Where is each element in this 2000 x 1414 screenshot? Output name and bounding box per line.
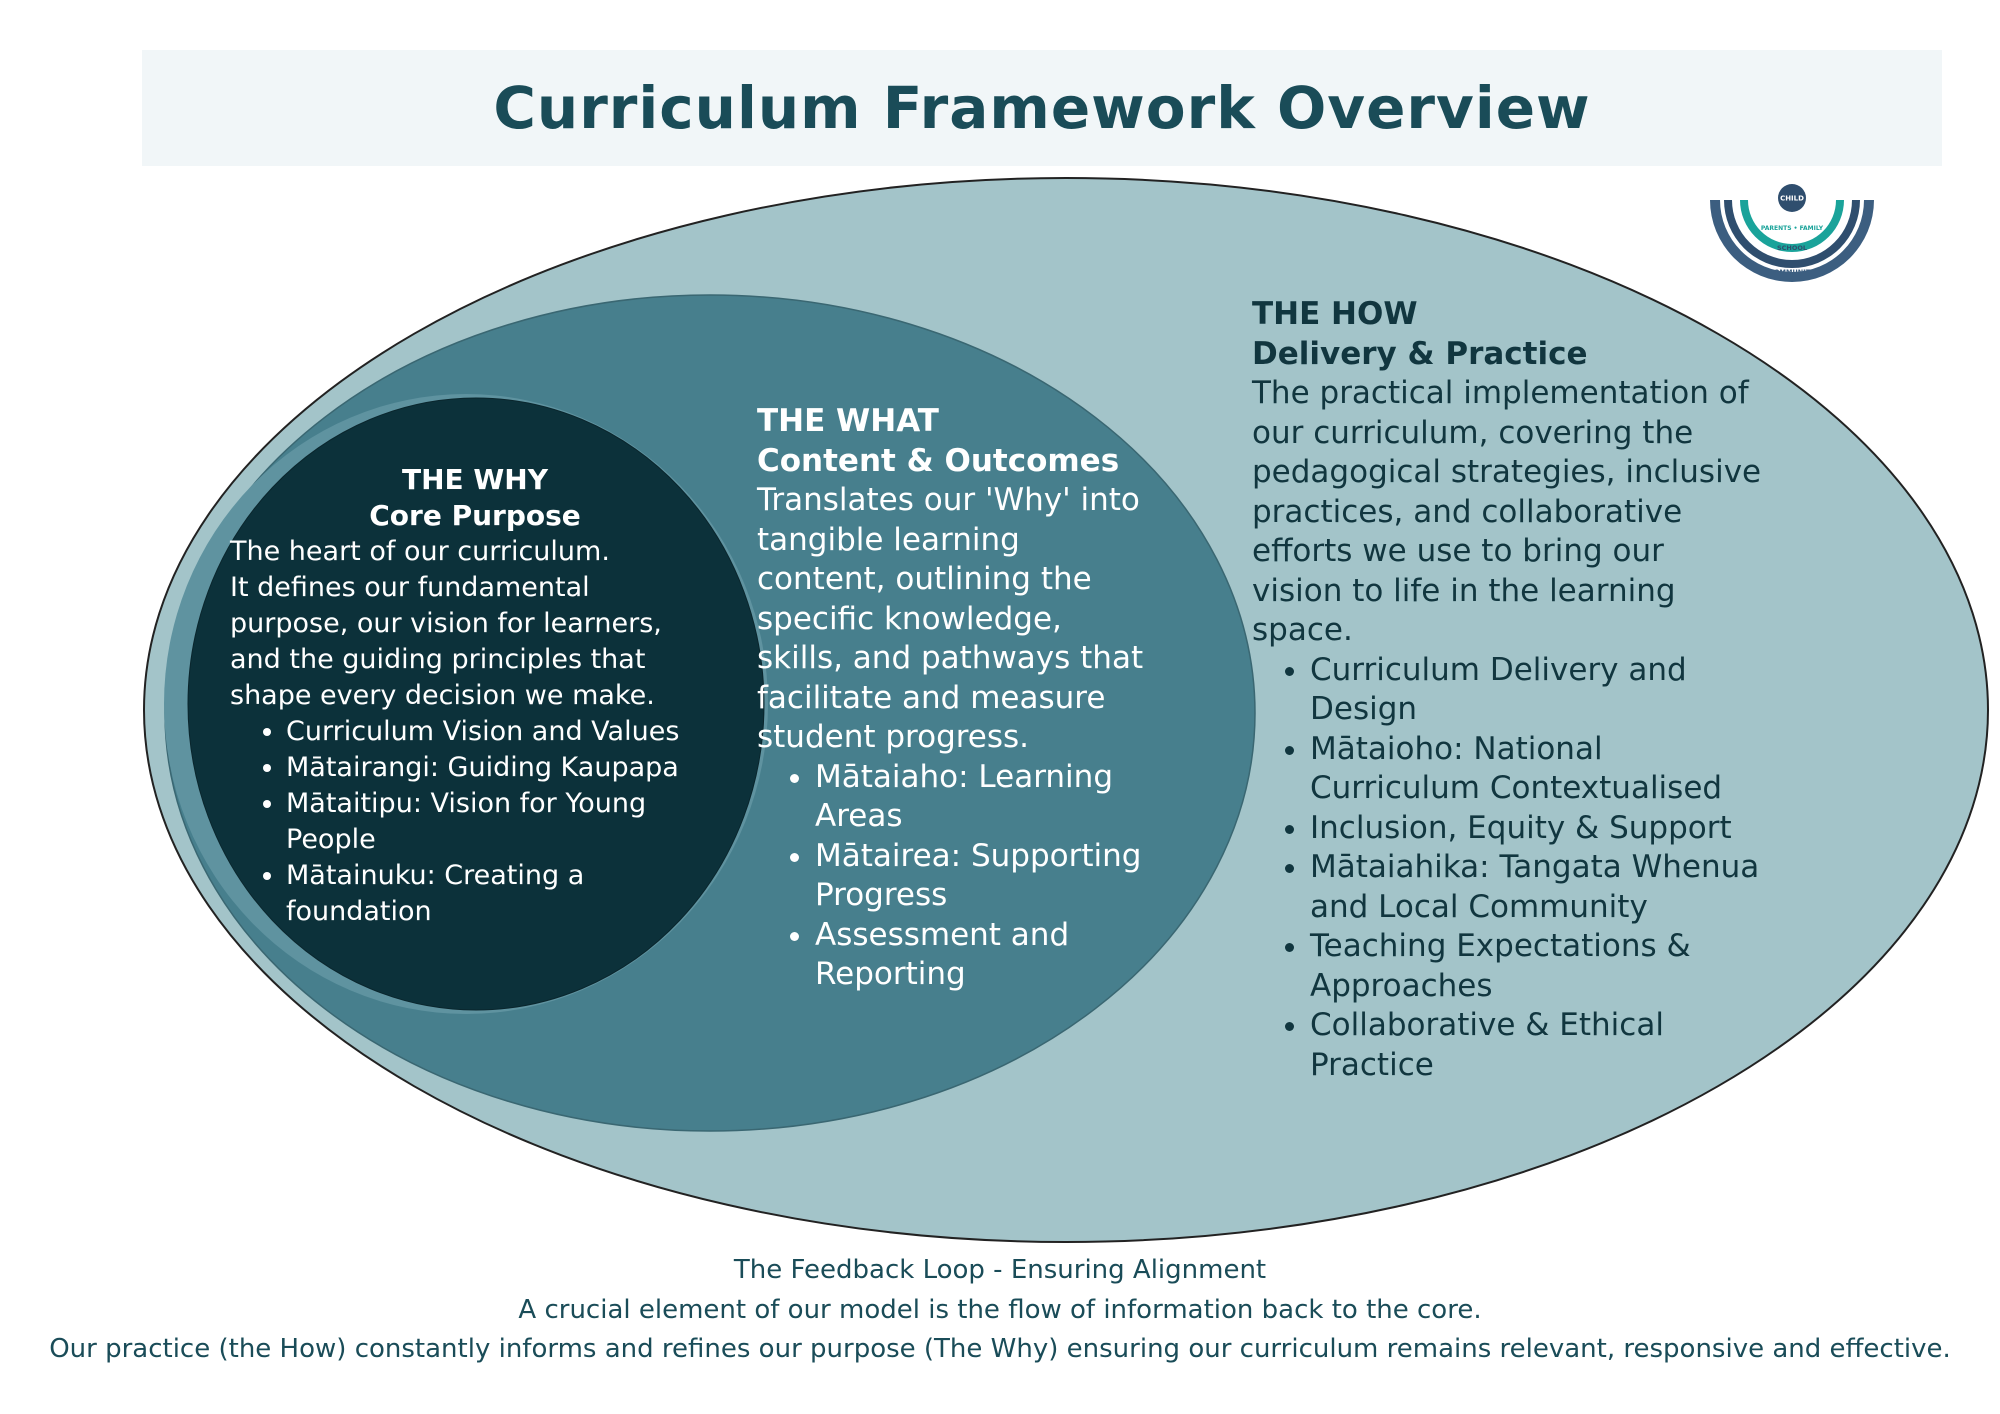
- how-item-teaching: Teaching Expectations & Approaches: [1310, 927, 1762, 1006]
- what-section: THE WHAT Content & Outcomes Translates o…: [757, 402, 1157, 995]
- why-subheading: Core Purpose: [369, 499, 581, 532]
- why-inner-circle: [187, 397, 765, 1011]
- why-line-3: purpose, our vision for learners,: [230, 608, 662, 639]
- feedback-heading: The Feedback Loop - Ensuring Alignment: [733, 1255, 1267, 1285]
- what-item-assessment: Assessment and Reporting: [815, 916, 1157, 995]
- title-band: Curriculum Framework Overview: [142, 50, 1942, 166]
- logo: CHILD PARENTS • FAMILY SCHOOL COMMUNITY: [1710, 184, 1874, 282]
- page-title: Curriculum Framework Overview: [493, 74, 1591, 142]
- feedback-line-2: Our practice (the How) constantly inform…: [49, 1334, 1951, 1364]
- what-description: Translates our 'Why' into tangible learn…: [757, 482, 1144, 755]
- what-item-mataiaho: Mātaiaho: Learning Areas: [815, 758, 1157, 837]
- why-section: THE WHY Core Purpose The heart of our cu…: [230, 462, 720, 930]
- how-item-inclusion: Inclusion, Equity & Support: [1310, 809, 1762, 849]
- how-item-delivery-design: Curriculum Delivery and Design: [1310, 651, 1762, 730]
- logo-ring-community: [1710, 200, 1874, 282]
- what-list: Mātaiaho: Learning Areas Mātairea: Suppo…: [757, 758, 1157, 995]
- why-line-4: and the guiding principles that: [230, 644, 646, 675]
- how-item-collaborative: Collaborative & Ethical Practice: [1310, 1006, 1762, 1085]
- how-description: The practical implementation of our curr…: [1252, 375, 1762, 648]
- why-item-mataitipu: Mātaitipu: Vision for Young People: [286, 786, 720, 858]
- how-section: THE HOW Delivery & Practice The practica…: [1252, 295, 1762, 1085]
- logo-ring-school: [1724, 200, 1860, 268]
- logo-center: [1778, 184, 1806, 212]
- how-heading: THE HOW: [1252, 296, 1418, 332]
- why-item-matairangi: Mātairangi: Guiding Kaupapa: [286, 750, 720, 786]
- feedback-line-1: A crucial element of our model is the fl…: [518, 1294, 1482, 1325]
- what-item-matairea: Mātairea: Supporting Progress: [815, 837, 1157, 916]
- logo-text-school: SCHOOL: [1777, 244, 1807, 252]
- why-list: Curriculum Vision and Values Mātairangi:…: [230, 714, 720, 930]
- logo-text-parents-family: PARENTS • FAMILY: [1761, 225, 1824, 232]
- how-list: Curriculum Delivery and Design Mātaioho:…: [1252, 651, 1762, 1086]
- what-subheading: Content & Outcomes: [757, 442, 1120, 479]
- why-item-matainuku: Mātainuku: Creating a foundation: [286, 858, 720, 930]
- why-line-1: The heart of our curriculum.: [230, 536, 610, 567]
- feedback-section: The Feedback Loop - Ensuring Alignment A…: [0, 1251, 2000, 1370]
- logo-text-child: CHILD: [1780, 195, 1804, 203]
- what-heading: THE WHAT: [757, 403, 939, 439]
- logo-ring-family: [1740, 200, 1844, 252]
- how-item-mataiahika: Mātaiahika: Tangata Whenua and Local Com…: [1310, 848, 1762, 927]
- why-heading: THE WHY: [401, 463, 548, 496]
- how-item-mataioho: Mātaioho: National Curriculum Contextual…: [1310, 730, 1762, 809]
- why-item-vision-values: Curriculum Vision and Values: [286, 714, 720, 750]
- logo-text-community: COMMUNITY: [1769, 268, 1815, 276]
- how-subheading: Delivery & Practice: [1252, 335, 1588, 372]
- why-line-5: shape every decision we make.: [230, 680, 655, 711]
- why-line-2: It defines our fundamental: [230, 572, 590, 603]
